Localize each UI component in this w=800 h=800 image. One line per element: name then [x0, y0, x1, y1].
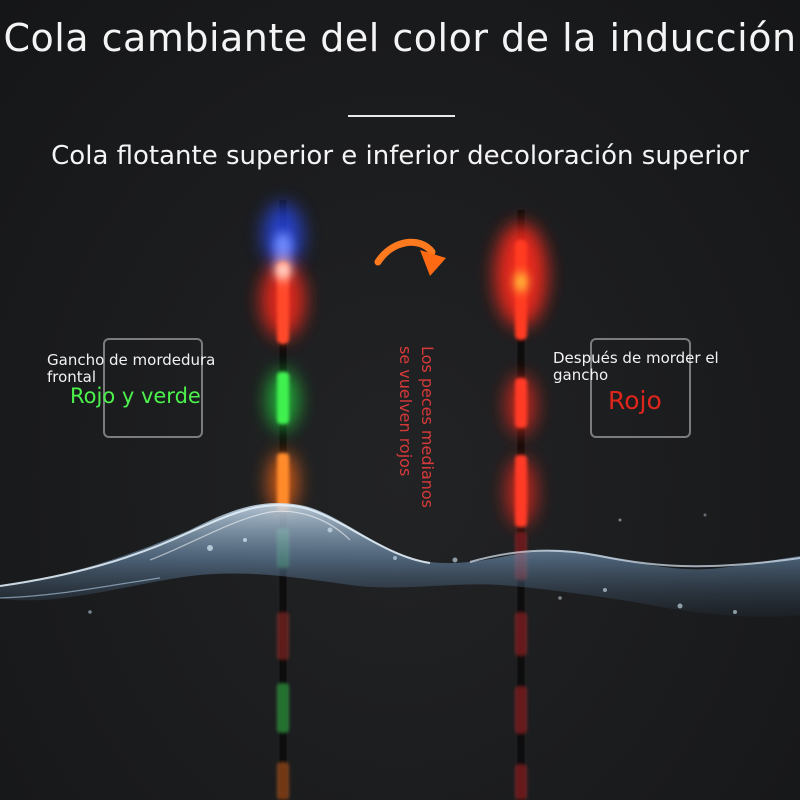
middle-vertical-note: Los peces medianos se vuelven rojos [396, 346, 437, 509]
curved-arrow-icon [374, 238, 446, 276]
left-callout-label: Gancho de mordedura frontal [47, 351, 216, 386]
right-float-icon [495, 210, 547, 800]
left-callout-box [103, 338, 203, 438]
right-callout-label: Después de morder el gancho [553, 349, 719, 384]
right-callout-color-text: Rojo [608, 386, 662, 415]
water-splash [0, 502, 800, 617]
left-callout-color-text: Rojo y verde [70, 384, 201, 408]
title-divider [348, 115, 455, 117]
page-title: Cola cambiante del color de la inducción [3, 16, 797, 60]
page-subtitle: Cola flotante superior e inferior decolo… [51, 141, 749, 171]
left-float-icon [261, 200, 305, 800]
right-callout-box [590, 338, 691, 438]
